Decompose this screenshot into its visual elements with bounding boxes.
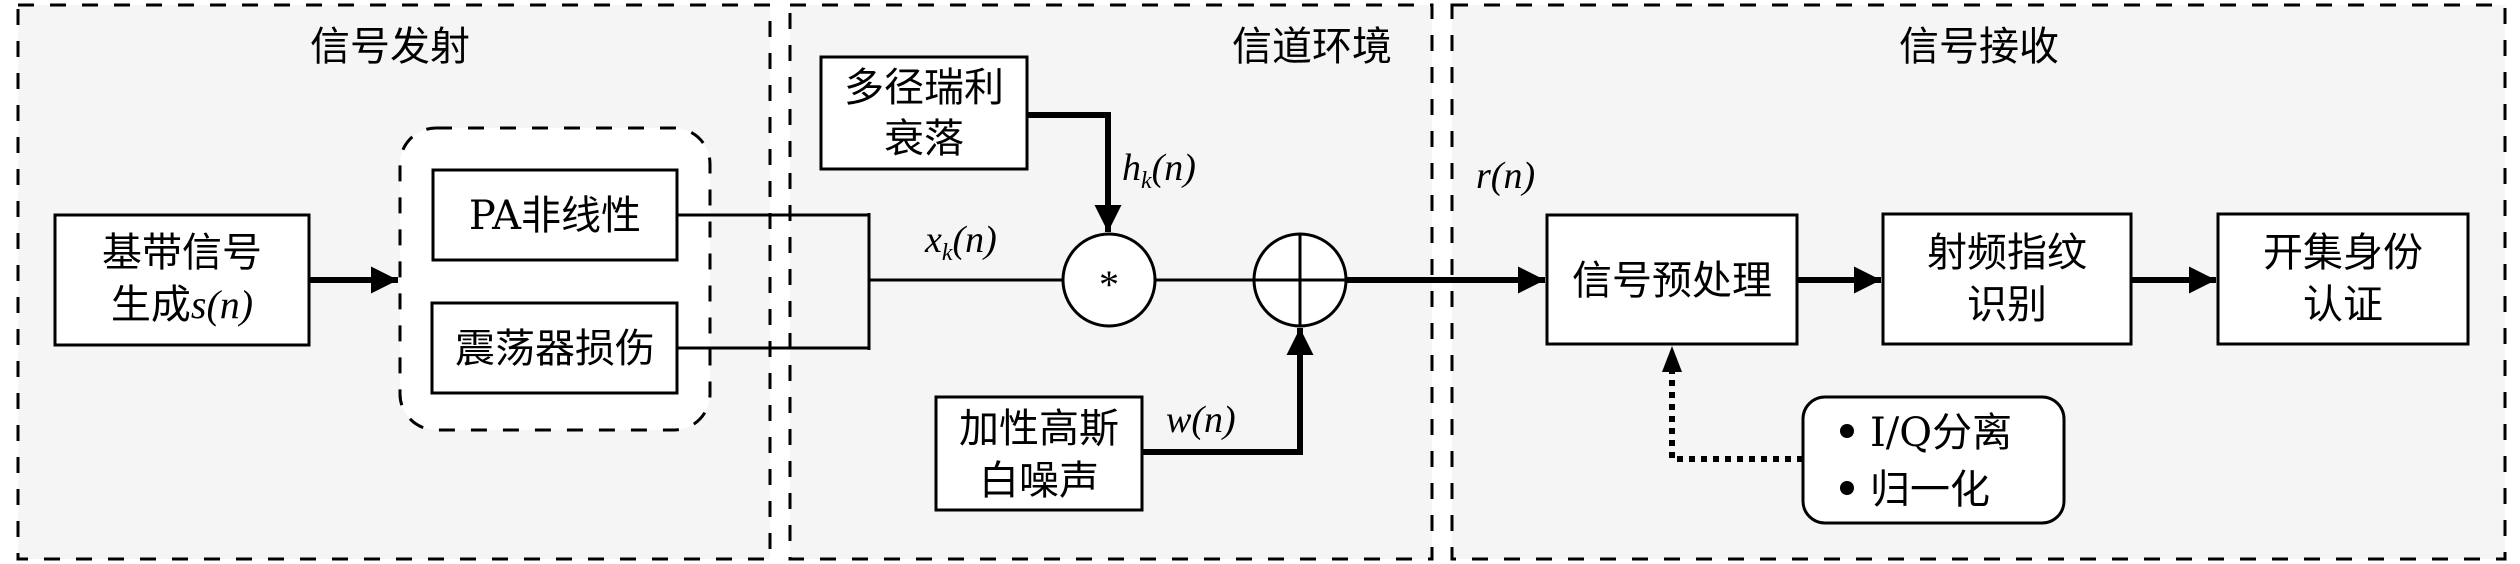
signal-hk-subscript: k: [1141, 168, 1152, 194]
block-oscillator-impairment[interactable]: 震荡器损伤: [430, 301, 679, 395]
block-rff-line2: 识别: [1967, 282, 2047, 328]
section-receive-title: 信号接收: [1899, 24, 2059, 70]
signal-label-hk: hk(n): [1122, 147, 1196, 194]
dotted-arrowhead: [1662, 346, 1682, 372]
signal-hk-base: h: [1122, 147, 1141, 189]
block-oscillator-frame: [430, 301, 679, 395]
convolution-operator[interactable]: *: [1061, 232, 1157, 328]
sum-operator[interactable]: [1252, 232, 1348, 328]
arrow-wn-to-sum: [1142, 328, 1314, 455]
signal-label-rn: r(n): [1476, 155, 1535, 197]
block-baseband-frame: [53, 213, 311, 347]
preprocess-steps-frame: [1801, 395, 2066, 525]
block-auth-frame: [2216, 212, 2470, 346]
block-auth-line2: 认证: [2303, 282, 2383, 328]
block-rayleigh-line2: 衰落: [884, 116, 964, 162]
block-rayleigh-line1: 多径瑞利: [844, 65, 1004, 111]
block-awgn-line1: 加性高斯: [959, 406, 1119, 452]
signal-label-wn: w(n): [1166, 399, 1236, 441]
block-rff-frame: [1881, 212, 2133, 346]
block-rayleigh-frame: [819, 55, 1029, 171]
block-pa-frame: [431, 168, 679, 262]
signal-xk-subscript: k: [942, 240, 953, 266]
block-rf-fingerprint-recognition[interactable]: 射频指纹 识别: [1881, 212, 2133, 346]
block-baseband-line2: 生成s(n): [111, 282, 253, 328]
preprocess-step-2: 归一化: [1870, 467, 1990, 513]
block-preprocess[interactable]: 信号预处理: [1545, 213, 1799, 346]
convolution-symbol: *: [1099, 262, 1119, 307]
block-open-set-authentication[interactable]: 开集身份 认证: [2216, 212, 2470, 346]
signal-xk-arg: (n): [953, 219, 997, 261]
block-baseband-line2-text: 生成: [111, 282, 191, 328]
preprocess-steps-box[interactable]: I/Q分离 归一化: [1801, 395, 2066, 525]
bullet-icon: [1840, 481, 1854, 495]
signal-xk-base: x: [924, 219, 942, 261]
block-oscillator-label: 震荡器损伤: [455, 326, 655, 372]
signal-label-xk: xk(n): [924, 219, 997, 266]
block-pa-nonlinearity[interactable]: PA非线性: [431, 168, 679, 262]
block-preprocess-frame: [1545, 213, 1799, 346]
block-baseband-line1: 基带信号: [102, 230, 262, 276]
bullet-icon: [1840, 424, 1854, 438]
section-transmit-title: 信号发射: [310, 24, 470, 70]
block-awgn-frame: [934, 395, 1144, 512]
signal-hk-arg: (n): [1152, 147, 1196, 189]
block-awgn-line2: 白噪声: [979, 458, 1099, 504]
block-pa-label: PA非线性: [469, 193, 641, 239]
convolution-circle: [1061, 232, 1157, 328]
block-baseband[interactable]: 基带信号 生成s(n): [53, 213, 311, 347]
block-preprocess-label: 信号预处理: [1572, 258, 1772, 304]
block-rayleigh-fading[interactable]: 多径瑞利 衰落: [819, 55, 1029, 171]
block-awgn[interactable]: 加性高斯 白噪声: [934, 395, 1144, 512]
block-auth-line1: 开集身份: [2263, 230, 2423, 276]
section-channel-title: 信道环境: [1232, 24, 1392, 70]
block-rff-line1: 射频指纹: [1927, 230, 2087, 276]
block-baseband-line2-math: s(n): [191, 282, 253, 327]
arrow-hk-to-convolution: [1027, 112, 1122, 232]
preprocess-step-1: I/Q分离: [1870, 410, 2012, 456]
